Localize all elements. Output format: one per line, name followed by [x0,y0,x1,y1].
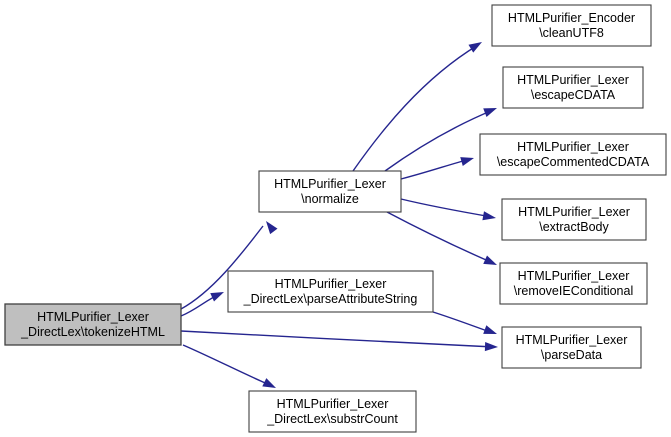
node-label-line2-removeIEConditional: \removeIEConditional [514,284,634,298]
arrowheads-layer [210,42,498,388]
node-label-line1-removeIEConditional: HTMLPurifier_Lexer [518,269,630,283]
node-box-parseAttributeString[interactable] [227,270,434,313]
node-box-cleanUTF8[interactable] [491,4,652,47]
node-label-line1-extractBody: HTMLPurifier_Lexer [518,205,630,219]
node-label-line1-escapeCommentedCDATA: HTMLPurifier_Lexer [517,140,629,154]
arrowhead-normalize->extractBody [482,211,496,221]
nodes-layer: HTMLPurifier_Lexer_DirectLex\tokenizeHTM… [4,4,667,433]
node-parseData[interactable]: HTMLPurifier_Lexer\parseData [501,326,642,369]
node-tokenizeHTML[interactable]: HTMLPurifier_Lexer_DirectLex\tokenizeHTM… [4,303,182,346]
arrowhead-normalize->escapeCDATA [483,108,497,117]
node-cleanUTF8[interactable]: HTMLPurifier_Encoder\cleanUTF8 [491,4,652,47]
arrowhead-tokenizeHTML->normalize [266,221,278,235]
edges-layer [180,44,495,387]
node-label-line2-substrCount: _DirectLex\substrCount [266,412,398,426]
arrowhead-normalize->escapeCommentedCDATA [460,157,474,167]
node-extractBody[interactable]: HTMLPurifier_Lexer\extractBody [501,198,647,241]
node-parseAttributeString[interactable]: HTMLPurifier_Lexer_DirectLex\parseAttrib… [227,270,434,313]
node-label-line2-escapeCDATA: \escapeCDATA [531,88,616,102]
node-label-line2-normalize: \normalize [301,192,359,206]
arrowhead-tokenizeHTML->parseData [484,341,498,352]
arrowhead-tokenizeHTML->substrCount [262,378,276,388]
node-box-removeIEConditional[interactable] [499,262,648,305]
node-removeIEConditional[interactable]: HTMLPurifier_Lexer\removeIEConditional [499,262,648,305]
node-box-normalize[interactable] [258,170,402,213]
node-escapeCDATA[interactable]: HTMLPurifier_Lexer\escapeCDATA [502,66,644,109]
node-label-line2-extractBody: \extractBody [539,220,609,234]
node-label-line2-tokenizeHTML: _DirectLex\tokenizeHTML [20,325,165,339]
node-box-substrCount[interactable] [248,390,417,433]
node-label-line2-escapeCommentedCDATA: \escapeCommentedCDATA [497,155,650,169]
node-box-escapeCDATA[interactable] [502,66,644,109]
edge-normalize-to-removeIEConditional [386,211,494,264]
arrowhead-tokenizeHTML->parseAttributeString [210,292,224,302]
node-label-line2-cleanUTF8: \cleanUTF8 [539,26,604,40]
node-label-line1-escapeCDATA: HTMLPurifier_Lexer [517,73,629,87]
edge-tokenizeHTML-to-substrCount [182,344,273,387]
node-label-line1-parseAttributeString: HTMLPurifier_Lexer [275,277,387,291]
node-label-line1-cleanUTF8: HTMLPurifier_Encoder [508,11,635,25]
node-box-tokenizeHTML[interactable] [4,303,182,346]
node-label-line1-parseData: HTMLPurifier_Lexer [516,333,628,347]
edge-normalize-to-escapeCDATA [384,109,494,172]
node-box-parseData[interactable] [501,326,642,369]
node-label-line1-tokenizeHTML: HTMLPurifier_Lexer [37,310,149,324]
node-label-line2-parseData: \parseData [541,348,602,362]
edge-normalize-to-cleanUTF8 [352,44,479,172]
node-escapeCommentedCDATA[interactable]: HTMLPurifier_Lexer\escapeCommentedCDATA [479,133,667,176]
node-box-escapeCommentedCDATA[interactable] [479,133,667,176]
edge-tokenizeHTML-to-normalize [180,225,264,310]
edge-normalize-to-escapeCommentedCDATA [400,158,471,180]
node-normalize[interactable]: HTMLPurifier_Lexer\normalize [258,170,402,213]
node-substrCount[interactable]: HTMLPurifier_Lexer_DirectLex\substrCount [248,390,417,433]
node-label-line1-normalize: HTMLPurifier_Lexer [274,177,386,191]
arrowhead-normalize->cleanUTF8 [468,42,482,53]
arrowhead-normalize->removeIEConditional [483,255,497,265]
edge-normalize-to-extractBody [400,198,493,218]
edge-parseAttributeString-to-parseData [432,311,494,334]
edge-tokenizeHTML-to-parseData [180,330,495,348]
arrowhead-parseAttributeString->parseData [483,325,497,334]
node-box-extractBody[interactable] [501,198,647,241]
node-label-line1-substrCount: HTMLPurifier_Lexer [277,397,389,411]
node-label-line2-parseAttributeString: _DirectLex\parseAttributeString [243,292,418,306]
